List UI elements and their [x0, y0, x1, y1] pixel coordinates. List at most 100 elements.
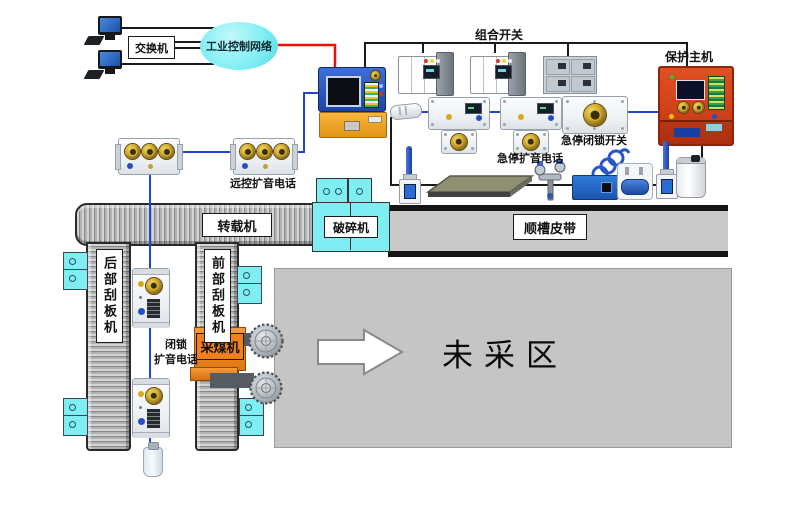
lock-speaker-phone — [132, 268, 170, 328]
control-station — [318, 67, 387, 138]
panel-cell — [546, 76, 570, 92]
band — [398, 106, 402, 116]
speaker-icon — [142, 144, 157, 159]
lock-speaker-phone-label: 闭锁扩音电话 — [154, 339, 198, 366]
antenna-screen — [661, 179, 673, 194]
indicator-blue — [712, 114, 717, 119]
indicator-blue — [548, 115, 554, 121]
phone-display — [537, 103, 554, 114]
speaker-icon — [451, 134, 467, 150]
knob-icon — [678, 102, 689, 113]
protection-host-label: 保护主机 — [664, 50, 713, 64]
keyboard-icon — [83, 36, 105, 45]
indicator-blue — [379, 84, 383, 88]
front-scraper-label: 前部刮板机 — [204, 249, 231, 343]
chute-tray — [425, 175, 535, 197]
host-keypad — [708, 76, 725, 110]
combination-switch-unit — [470, 52, 526, 96]
shearer-arm-rear — [210, 373, 254, 388]
indicator-yellow — [669, 114, 674, 119]
estop-lock-switch — [562, 96, 628, 134]
bolt-icon — [243, 289, 250, 296]
wireless-sensor-antenna — [399, 146, 421, 204]
host-screen — [676, 80, 705, 100]
panel-cell — [571, 76, 595, 92]
handle-icon — [625, 167, 629, 175]
nameplate — [344, 121, 360, 131]
keyboard-icon — [83, 70, 105, 79]
estop-speaker-phone — [500, 97, 562, 130]
crusher-unit — [312, 178, 390, 252]
mount-tab — [115, 144, 121, 170]
speaker-icon — [257, 144, 272, 159]
remote-speaker-phone-label: 远控扩音电话 — [230, 178, 296, 190]
bolt-icon — [69, 404, 76, 411]
mount-strip — [133, 379, 169, 385]
shearer-drum — [248, 323, 284, 359]
computer-workstation — [83, 16, 122, 45]
indicator-small — [139, 296, 142, 299]
indicator-gold — [148, 164, 153, 169]
indicator-red — [496, 59, 500, 63]
monitor-icon — [98, 16, 122, 40]
indicator-blue — [138, 308, 145, 315]
indicator-red — [379, 92, 383, 96]
indicator-blue — [476, 115, 482, 121]
station-keypad — [364, 82, 379, 108]
transfer-conveyor — [75, 203, 316, 246]
wireless-sensor-antenna — [656, 141, 678, 199]
speaker-icon — [159, 144, 174, 159]
bolt-icon — [69, 258, 76, 265]
network-to-station-line — [278, 43, 337, 67]
band — [404, 105, 408, 116]
bolt-icon — [356, 188, 363, 195]
indicator-red — [424, 59, 428, 63]
belt-label: 顺槽皮带 — [513, 214, 587, 240]
tag-label — [368, 116, 382, 123]
knob-icon — [693, 102, 704, 113]
speaker-icon — [125, 144, 140, 159]
mount-strip — [133, 432, 169, 438]
indicator-blue — [127, 163, 133, 169]
rear-scraper-label: 后部刮板机 — [96, 249, 123, 343]
crusher-top-box — [348, 178, 372, 204]
phone-display — [465, 103, 482, 114]
bolt-icon — [245, 404, 252, 411]
indicator-green — [670, 75, 674, 79]
indicator-gold — [263, 164, 268, 169]
unmined-area-label: 未采区 — [442, 338, 568, 373]
rf-coupler-sensor — [389, 102, 423, 121]
hydraulic-support — [239, 398, 264, 436]
antenna-screen — [404, 184, 416, 199]
machine-screen — [495, 65, 512, 79]
estop-speaker-phone-label: 急停扩音电话 — [497, 153, 563, 165]
protection-host — [658, 66, 734, 146]
switch-to-network-lines — [173, 41, 202, 49]
indicator-yellow — [502, 59, 506, 63]
mount-tab — [292, 144, 298, 170]
lock-speaker-phone — [132, 378, 170, 438]
speaker-icon — [523, 134, 539, 150]
shearer-drum — [249, 371, 283, 405]
indicator-white — [436, 59, 440, 63]
mount-tab — [177, 144, 183, 170]
indicator-yellow — [138, 391, 144, 397]
transfer-conveyor-label: 转载机 — [202, 213, 272, 237]
combo-switch-label: 组合开关 — [474, 28, 523, 42]
station-power-box — [319, 112, 387, 138]
crusher-top-box — [316, 178, 348, 204]
industrial-control-network: 工业控制网络 — [200, 22, 278, 70]
station-display-unit — [318, 67, 386, 112]
indicator-blue — [138, 418, 145, 425]
speaker-icon — [274, 144, 289, 159]
mount-strip — [133, 322, 169, 328]
speaker-icon — [240, 144, 255, 159]
bolt-icon — [323, 188, 330, 195]
knob-icon — [371, 71, 380, 80]
bolt-icon — [69, 421, 76, 428]
machine-screen — [423, 65, 440, 79]
estop-button-icon — [584, 104, 606, 126]
handle-icon — [639, 167, 643, 175]
estop-lock-switch-label: 急停闭锁开关 — [561, 135, 627, 147]
crusher-label: 破碎机 — [324, 216, 378, 238]
